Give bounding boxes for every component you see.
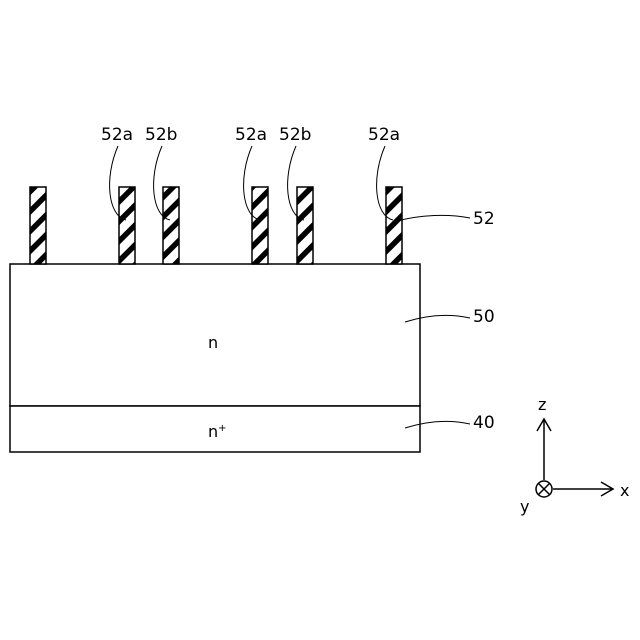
electrode-label-1: 52a xyxy=(101,125,133,145)
electrode-label-2: 52b xyxy=(145,125,177,145)
electrode xyxy=(252,187,268,264)
axis-label-z: z xyxy=(538,395,546,414)
axis-label-x: x xyxy=(620,481,629,500)
coordinate-axes xyxy=(536,419,613,497)
electrode-label-3: 52a xyxy=(235,125,267,145)
electrodes xyxy=(30,187,402,264)
ref-40: 40 xyxy=(473,413,495,433)
electrode-label-4: 52b xyxy=(279,125,311,145)
electrode xyxy=(119,187,135,264)
axis-label-y: y xyxy=(520,497,529,516)
electrode xyxy=(163,187,179,264)
electrode-label-5: 52a xyxy=(368,125,400,145)
electrode xyxy=(297,187,313,264)
drift-doping-label: n xyxy=(208,333,218,352)
electrode xyxy=(386,187,402,264)
electrode xyxy=(30,187,46,264)
ref-50: 50 xyxy=(473,307,495,327)
ref-52: 52 xyxy=(473,209,495,229)
